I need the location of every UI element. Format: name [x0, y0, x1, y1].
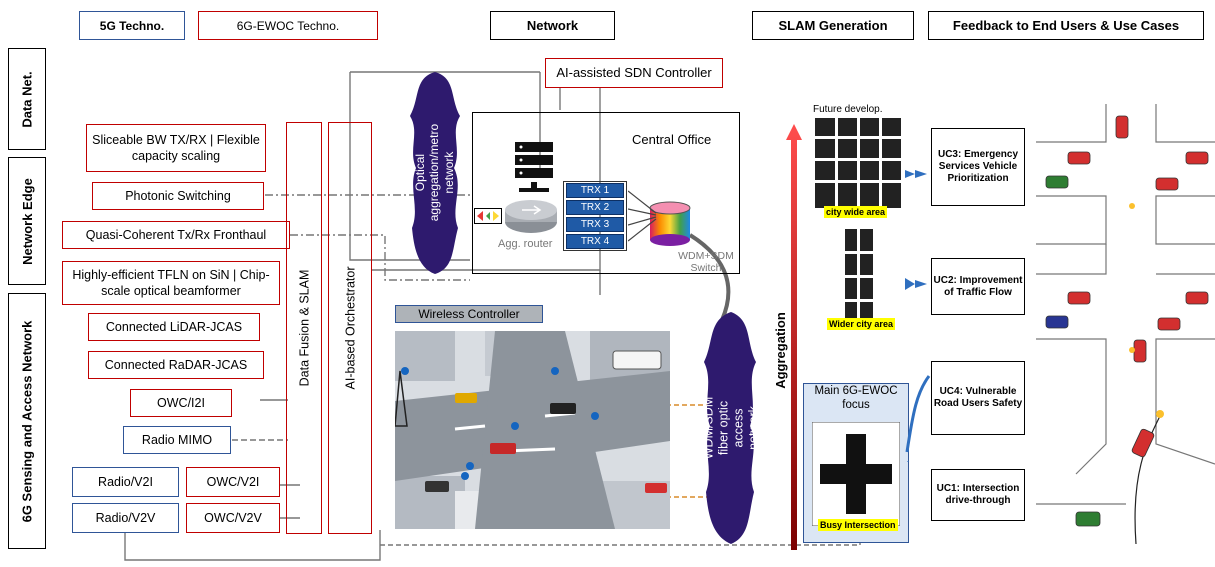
header-slam: SLAM Generation	[752, 11, 914, 40]
metro-cloud-label: Optical aggregation/metro network	[413, 124, 457, 222]
wavelength-arrows-icon	[474, 208, 502, 224]
column-data-fusion-label: Data Fusion & SLAM	[297, 269, 311, 387]
wdm-switch-icon	[649, 201, 691, 246]
sdn-controller: AI-assisted SDN Controller	[545, 58, 723, 88]
city-wide-map-icon	[815, 118, 901, 208]
uc4-box: UC4: Vulnerable Road Users Safety	[931, 361, 1025, 435]
wireless-controller: Wireless Controller	[395, 305, 543, 323]
side-sensing-label: 6G Sensing and Access Network	[19, 320, 35, 522]
road-map-illustration	[1036, 104, 1215, 544]
box-tfln-sin: Highly-efficient TFLN on SiN | Chip-scal…	[62, 261, 280, 305]
metro-cloud-shape	[410, 72, 460, 274]
router-icon	[505, 200, 557, 233]
legend-6g: 6G-EWOC Techno.	[198, 11, 378, 40]
switch-label: WDM+SDM Switch	[678, 250, 734, 275]
side-data-net: Data Net.	[8, 48, 46, 150]
busy-intersection-label: Busy Intersection	[818, 519, 898, 531]
header-feedback: Feedback to End Users & Use Cases	[928, 11, 1204, 40]
box-quasi-coherent: Quasi-Coherent Tx/Rx Fronthaul	[62, 221, 290, 249]
box-photonic-switching: Photonic Switching	[92, 182, 264, 210]
busy-intersection-icon	[812, 422, 900, 526]
box-sliceable-bw: Sliceable BW TX/RX | Flexible capacity s…	[86, 124, 266, 172]
access-cloud-label: WDM/SDM fiber optic access network	[701, 396, 760, 460]
server-icon	[515, 142, 553, 192]
wider-city-map-icon	[845, 229, 873, 321]
side-network-edge-label: Network Edge	[19, 177, 35, 265]
aggregation-arrow-icon	[786, 124, 802, 550]
central-office-label: Central Office	[632, 132, 712, 147]
trx-3: TRX 3	[566, 217, 624, 232]
city-intersection-illustration	[395, 331, 670, 529]
metro-cloud: Optical aggregation/metro network	[406, 68, 464, 278]
main-focus-label: Main 6G-EWOC focus	[814, 385, 898, 411]
trx-1: TRX 1	[566, 183, 624, 198]
box-owc-v2i: OWC/V2I	[186, 467, 280, 497]
box-owc-v2v: OWC/V2V	[186, 503, 280, 533]
city-wide-label: city wide area	[824, 206, 888, 218]
column-data-fusion: Data Fusion & SLAM	[286, 122, 322, 534]
box-radio-v2i: Radio/V2I	[72, 467, 179, 497]
uc1-box: UC1: Intersection drive-through	[931, 469, 1025, 521]
column-orchestrator: AI-based Orchestrator	[328, 122, 372, 534]
central-office-box	[472, 112, 740, 274]
access-cloud: WDM/SDM fiber optic access network	[700, 308, 762, 548]
box-owc-i2i: OWC/I2I	[130, 389, 232, 417]
future-develop-label: Future develop.	[813, 104, 883, 115]
uc3-box: UC3: Emergency Services Vehicle Prioriti…	[931, 128, 1025, 206]
trx-4: TRX 4	[566, 234, 624, 249]
agg-router-label: Agg. router	[498, 238, 553, 250]
column-orchestrator-label: AI-based Orchestrator	[343, 266, 357, 390]
side-data-net-label: Data Net.	[19, 70, 35, 128]
side-network-edge: Network Edge	[8, 157, 46, 285]
aggregation-label: Aggregation	[772, 311, 788, 389]
trx-stack	[563, 181, 627, 251]
box-radio-mimo: Radio MIMO	[123, 426, 231, 454]
box-radar-jcas: Connected RaDAR-JCAS	[88, 351, 264, 379]
access-cloud-shape	[704, 312, 756, 544]
box-lidar-jcas: Connected LiDAR-JCAS	[88, 313, 260, 341]
header-network: Network	[490, 11, 615, 40]
box-radio-v2v: Radio/V2V	[72, 503, 179, 533]
use-case-arrows	[905, 170, 931, 462]
side-sensing: 6G Sensing and Access Network	[8, 293, 46, 549]
aggregation-label-wrap: Aggregation	[760, 310, 800, 390]
trx-switch-links	[628, 190, 657, 242]
legend-5g: 5G Techno.	[79, 11, 185, 40]
uc2-box: UC2: Improvement of Traffic Flow	[931, 258, 1025, 315]
wider-city-label: Wider city area	[827, 318, 895, 330]
trx-2: TRX 2	[566, 200, 624, 215]
